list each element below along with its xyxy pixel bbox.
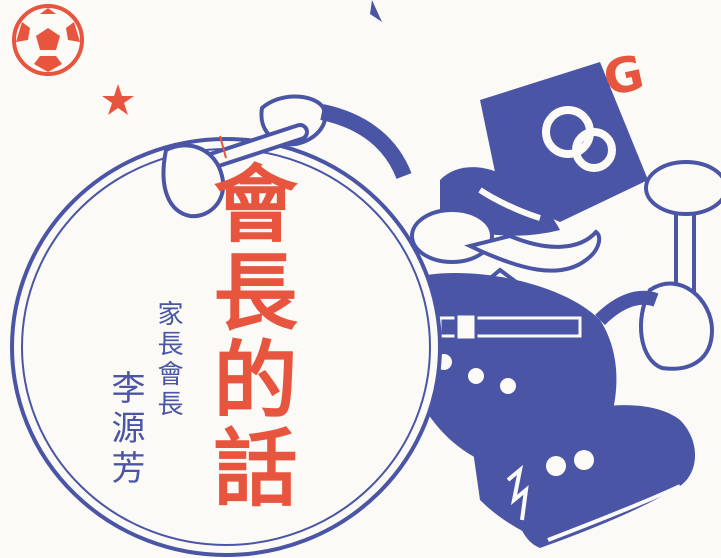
author-role: 家長會長 bbox=[153, 300, 183, 420]
drumstick-icon bbox=[595, 160, 721, 371]
soccer-ball-icon bbox=[12, 4, 84, 76]
page-title: 會長的話 bbox=[200, 160, 298, 512]
left-drumstick-icon bbox=[161, 123, 309, 219]
drummer-body bbox=[400, 62, 695, 548]
star-icon bbox=[102, 84, 134, 115]
drum-icon bbox=[10, 137, 442, 557]
author-name: 李源芳 bbox=[105, 370, 145, 490]
